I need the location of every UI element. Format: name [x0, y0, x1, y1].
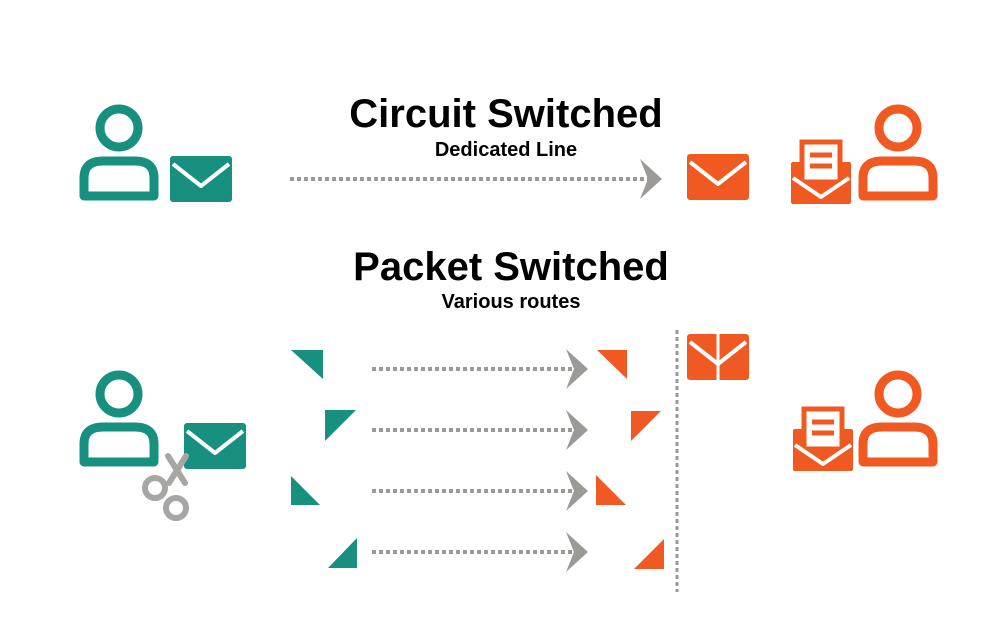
receiver-user-icon: [863, 375, 933, 462]
route-arrow: [372, 410, 588, 450]
route-arrow: [372, 532, 588, 572]
dedicated-line-arrow: [290, 159, 662, 199]
sender-user-icon: [84, 109, 154, 196]
packet-subtitle: Various routes: [442, 291, 581, 313]
envelope-icon: [685, 152, 751, 202]
packet-fragment-icon: [328, 538, 357, 568]
packet-fragment-icon: [631, 411, 661, 441]
receiver-user-icon: [863, 109, 933, 196]
packet-fragment-icon: [291, 350, 323, 379]
route-arrow: [372, 471, 588, 511]
circuit-subtitle: Dedicated Line: [435, 139, 577, 161]
packet-fragment-icon: [597, 350, 627, 379]
envelope-icon: [168, 154, 234, 204]
packet-fragment-icon: [596, 475, 626, 505]
packet-title: Packet Switched: [353, 245, 669, 289]
envelope-icon: [685, 332, 751, 382]
open-envelope-icon: [791, 142, 851, 204]
open-envelope-icon: [793, 409, 853, 471]
sender-user-icon: [84, 375, 154, 462]
route-arrow: [372, 349, 588, 389]
packet-fragment-icon: [634, 539, 664, 569]
packet-fragment-icon: [291, 476, 320, 505]
packet-fragment-icon: [325, 410, 356, 441]
circuit-title: Circuit Switched: [349, 92, 662, 136]
envelope-icon: [182, 421, 248, 471]
scissors-icon: [142, 453, 189, 521]
